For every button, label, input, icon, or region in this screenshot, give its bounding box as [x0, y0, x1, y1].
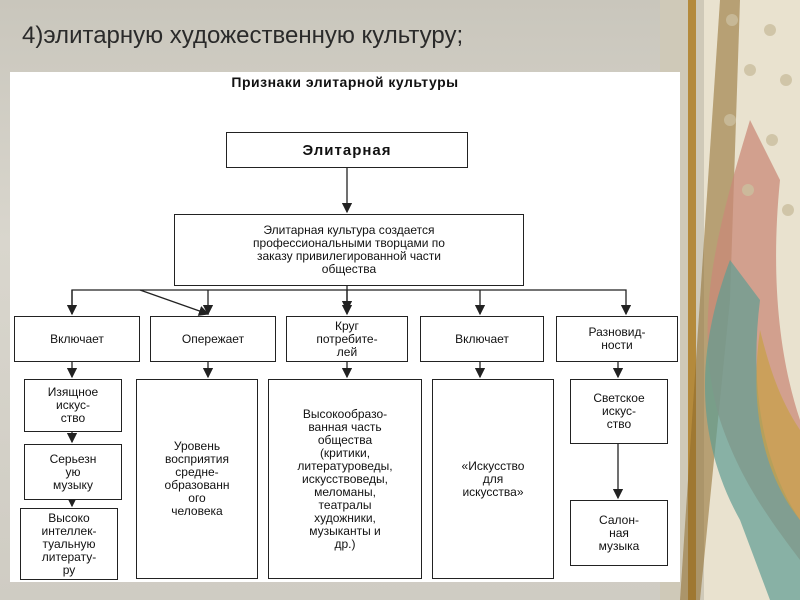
root-label: Элитарная: [302, 141, 392, 159]
category-label-2: Опережает: [181, 331, 245, 346]
col2-text: Уровень восприятия средне- образованн ог…: [164, 439, 230, 518]
col1-item-1: Изящное искус- ство: [24, 379, 122, 432]
col4-text: «Искусство для искусства»: [461, 458, 525, 499]
col5-item-2-text: Салон- ная музыка: [598, 512, 640, 553]
col3-box: Высокообразо- ванная часть общества (кри…: [268, 379, 422, 579]
category-box-5: Разновид- ности: [556, 316, 678, 362]
definition-box: Элитарная культура создается профессиона…: [174, 214, 524, 286]
col1-item-3: Высоко интеллек- туальную литерату- ру: [20, 508, 118, 580]
category-box-2: Опережает: [150, 316, 276, 362]
root-box: Элитарная: [226, 132, 468, 168]
decorative-ribbon: [660, 0, 800, 600]
col1-item-2-text: Серьезн ую музыку: [49, 451, 97, 492]
col5-item-2: Салон- ная музыка: [570, 500, 668, 566]
slide-title: 4)элитарную художественную культуру;: [22, 22, 464, 49]
category-box-4: Включает: [420, 316, 544, 362]
col4-box: «Искусство для искусства»: [432, 379, 554, 579]
category-box-1: Включает: [14, 316, 140, 362]
diagram-heading: Признаки элитарной культуры: [231, 74, 459, 90]
col1-item-3-text: Высоко интеллек- туальную литерату- ру: [41, 510, 97, 577]
col5-item-1-text: Светское искус- ство: [593, 391, 645, 431]
col1-item-2: Серьезн ую музыку: [24, 444, 122, 500]
category-label-1: Включает: [50, 331, 104, 346]
definition-text: Элитарная культура создается профессиона…: [253, 223, 445, 276]
col3-text: Высокообразо- ванная часть общества (кри…: [297, 406, 393, 551]
col2-box: Уровень восприятия средне- образованн ог…: [136, 379, 258, 579]
category-label-3: Круг потребите- лей: [316, 318, 378, 359]
connector-arrows: [66, 168, 632, 508]
category-label-4: Включает: [455, 331, 509, 346]
col5-item-1: Светское искус- ство: [570, 379, 668, 444]
category-box-3: Круг потребите- лей: [286, 316, 408, 362]
diagram-panel: Признаки элитарной культуры Эл: [10, 72, 680, 582]
col1-item-1-text: Изящное искус- ство: [47, 385, 99, 425]
category-label-5: Разновид- ности: [588, 325, 646, 352]
